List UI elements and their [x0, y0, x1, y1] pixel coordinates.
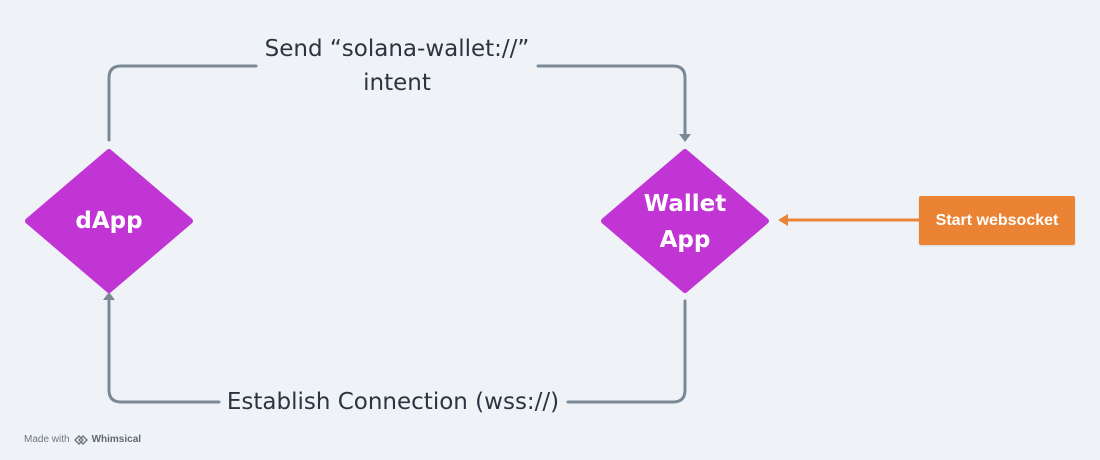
send-intent-label-line2: intent	[363, 70, 431, 96]
made-with-footer[interactable]: Made with Whimsical	[24, 434, 141, 445]
start-websocket-label: Start websocket	[935, 211, 1059, 229]
connector-establish	[107, 298, 687, 404]
made-with-text: Made with	[24, 434, 70, 445]
arrowhead-wallet-right	[778, 214, 788, 226]
wallet-app-label-line1: Wallet	[643, 191, 727, 217]
send-intent-label-line1: Send “solana-wallet://”	[264, 36, 530, 62]
wallet-app-diamond[interactable]	[601, 149, 769, 293]
start-websocket-box[interactable]: Start websocket	[919, 196, 1075, 245]
arrowhead-wallet-top	[679, 134, 691, 142]
whimsical-logo-icon	[73, 434, 88, 445]
wallet-app-label: Wallet App	[625, 186, 745, 258]
connector-send-intent	[107, 64, 687, 142]
establish-connection-label: Establish Connection (wss://)	[226, 389, 560, 415]
arrowhead-dapp-bottom	[103, 292, 115, 300]
dapp-label: dApp	[75, 208, 143, 234]
wallet-app-label-line2: App	[659, 227, 711, 253]
dapp-diamond[interactable]	[25, 149, 193, 293]
whimsical-brand-text: Whimsical	[91, 434, 142, 445]
send-intent-label: Send “solana-wallet://” intent	[236, 32, 558, 100]
